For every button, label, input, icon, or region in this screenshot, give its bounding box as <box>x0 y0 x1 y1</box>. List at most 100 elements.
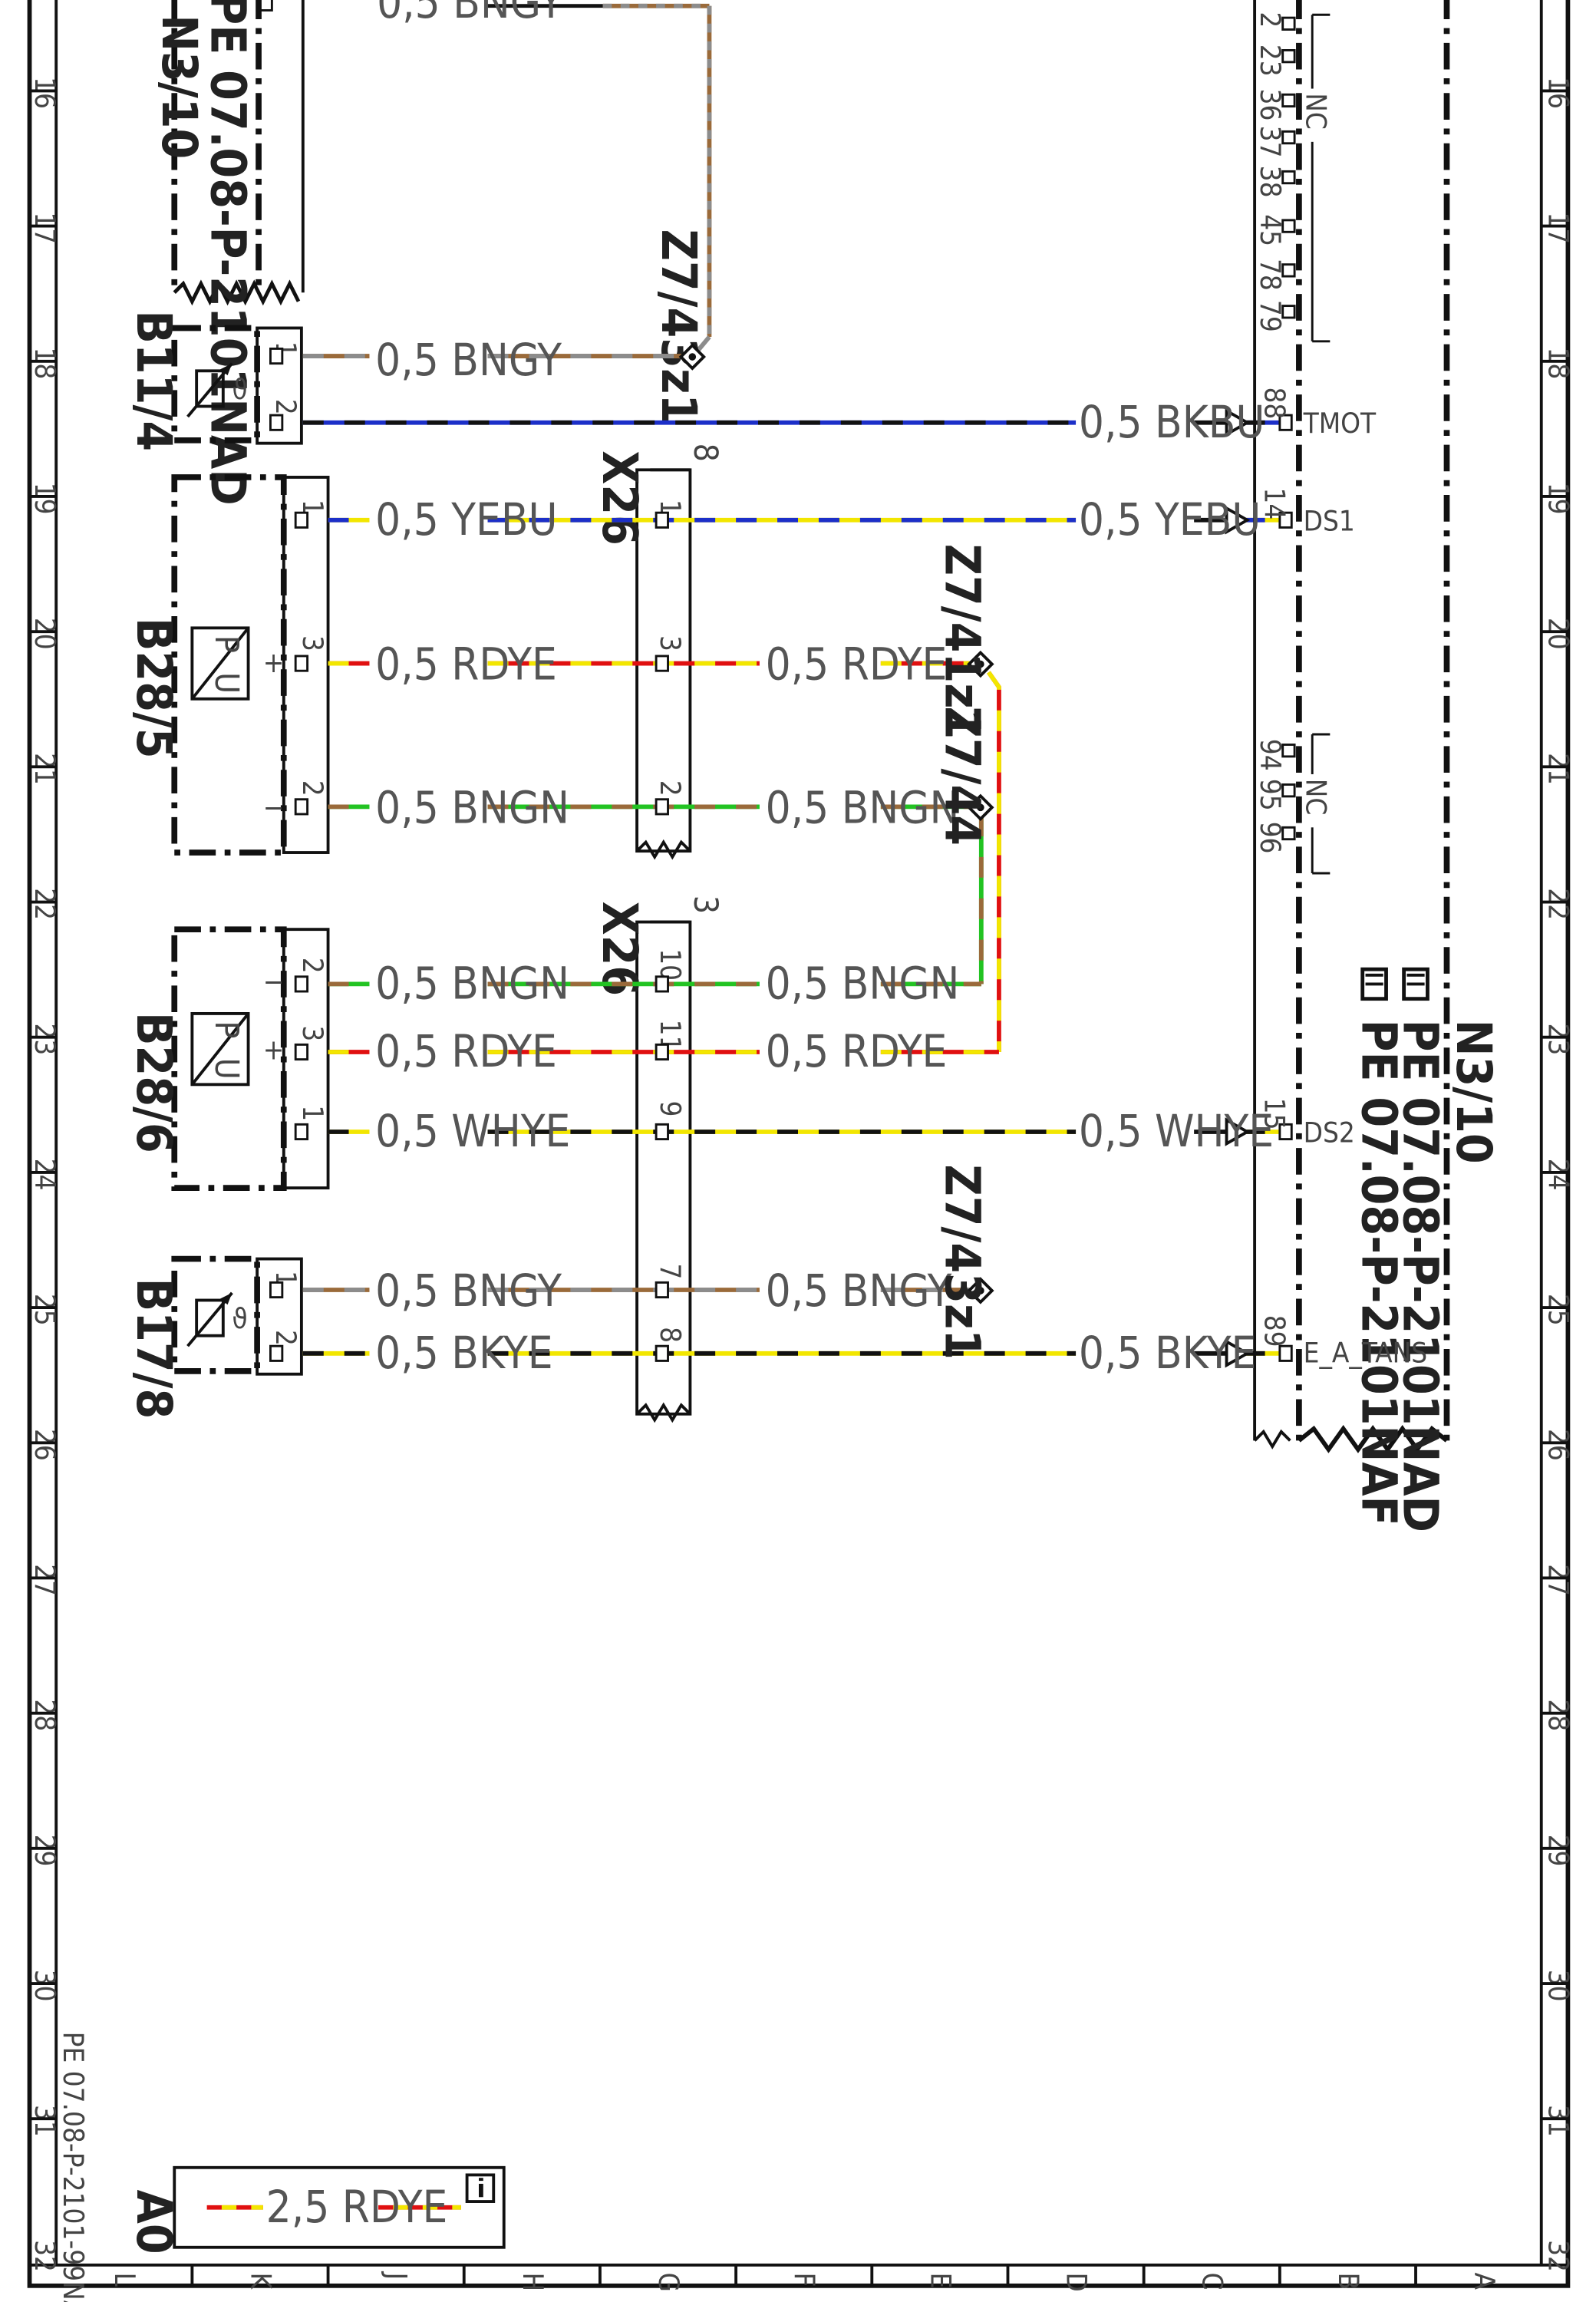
terminal-icon <box>1281 826 1296 841</box>
wire-labels: 0,5 BNGY 0,5 YEBU 0,5 RDYE 0,5 RDYE 0,5 … <box>375 334 959 1379</box>
terminal-icon <box>1281 170 1296 185</box>
x26-bottom-pin-10: 10 <box>654 948 687 981</box>
column-letter: L <box>108 2272 141 2287</box>
terminal-icon <box>655 1344 669 1362</box>
terminal-icon <box>294 655 309 672</box>
signal-ds1-pin: 14 <box>1258 487 1291 519</box>
nc-label-mid: NC <box>1300 779 1333 816</box>
b28-5-letter-u: U <box>208 672 246 694</box>
pin-number: 79 <box>1254 300 1287 332</box>
b28-6-label: B28/6 <box>126 1012 183 1153</box>
row-number-right: 16 <box>1542 77 1575 109</box>
terminal-icon <box>269 1344 284 1362</box>
row-number-right: 17 <box>1542 212 1575 244</box>
wire-riser-rdye <box>987 671 1001 1052</box>
signal-ds2-name: DS2 <box>1304 1116 1355 1149</box>
n3-10-left-ref: PE 07.08-P-2101NAD <box>200 0 256 506</box>
terminal-icon <box>655 798 669 816</box>
terminal-icon <box>1281 783 1296 798</box>
pin-number: 94 <box>1254 739 1287 771</box>
terminal-icon <box>1281 744 1296 758</box>
terminal-icon <box>294 1043 309 1061</box>
row-number-left: 27 <box>28 1564 61 1596</box>
pin-number: 2 <box>1254 12 1287 28</box>
row-number-right: 31 <box>1542 2105 1575 2137</box>
wire-label-b285-pin3: 0,5 RDYE <box>375 638 557 691</box>
b28-5-pin-2: 2 <box>296 780 329 796</box>
terminal-icon <box>1281 49 1296 64</box>
n3-10-right-ref2: PE 07.08-P-2101NAF <box>1351 1020 1408 1526</box>
x26-top-pin-count: 8 <box>687 444 724 462</box>
arrow-icon <box>1225 1339 1293 1368</box>
wire-label-b178-pin1: 0,5 BNGY <box>375 1265 562 1317</box>
row-number-left: 26 <box>28 1429 61 1461</box>
pin-number: 38 <box>1254 166 1287 198</box>
terminal-icon <box>269 347 284 365</box>
wire-label-b286-pin2: 0,5 BNGN <box>375 958 569 1010</box>
row-number-right: 27 <box>1542 1564 1575 1596</box>
row-number-right: 32 <box>1542 2240 1575 2272</box>
x26-bottom-pin-count: 3 <box>687 895 724 914</box>
x26-top-pin-3: 3 <box>654 635 687 651</box>
b28-5-pin-1: 1 <box>296 500 329 516</box>
wire-label-b286-pin1: 0,5 WHYE <box>375 1105 570 1157</box>
wire-label-b285-pin2: 0,5 BNGN <box>375 782 569 834</box>
legend-a0: A0 2,5 RDYE <box>126 2165 506 2254</box>
b28-6-pin-1: 1 <box>296 1105 329 1121</box>
terminal-icon <box>655 975 669 993</box>
terminal-icon <box>1281 263 1296 278</box>
column-letter: H <box>516 2272 549 2291</box>
doc-reference: PE 07.08-P-2101-99NAE <box>57 2032 90 2302</box>
n3-10-right-ref1: PE 07.08-P-2101NAD <box>1393 1020 1449 1532</box>
row-number-left: 32 <box>28 2240 61 2272</box>
hand-pointer-icon <box>1402 967 1429 1001</box>
z7-43z1-top-label: Z7/43z1 <box>651 229 707 424</box>
terminal-icon <box>294 798 309 816</box>
pin-number: 23 <box>1254 45 1287 77</box>
signal-e-a-tans: 89 E_A_TANS 0,5 BKYE <box>1079 1315 1427 1379</box>
a0-label: A0 <box>126 2190 183 2254</box>
b28-5-sign-plus: + <box>263 646 285 679</box>
component-n3-10-right: N3/10 PE 07.08-P-2101NAD PE 07.08-P-2101… <box>1253 0 1502 1532</box>
terminal-icon <box>655 1123 669 1141</box>
b11-4-label: B11/4 <box>126 310 183 451</box>
row-number-left: 23 <box>28 1023 61 1055</box>
x26-top-label: X26 <box>592 450 648 546</box>
row-number-right: 23 <box>1542 1023 1575 1055</box>
column-letter: A <box>1468 2272 1501 2290</box>
component-b11-4: ϑ B11/4 1 2 <box>126 310 303 451</box>
wire-label-tmot: 0,5 BKBU <box>1079 396 1265 448</box>
column-letter: F <box>788 2272 821 2287</box>
x26-bottom-pin-9: 9 <box>654 1101 687 1117</box>
n3-10-left-name: N3/10 <box>151 15 208 159</box>
row-number-left: 20 <box>28 618 61 650</box>
z7-44-label: Z7/44 <box>935 706 991 846</box>
column-letter: E <box>924 2272 957 2288</box>
terminal-icon <box>269 414 284 431</box>
row-number-left: 25 <box>28 1294 61 1326</box>
splice-z7-43z1-bottom: Z7/43z1 <box>935 1164 994 1360</box>
signal-e-a-tans-pin: 89 <box>1258 1315 1291 1347</box>
b28-5-letter-p: P <box>208 635 246 653</box>
row-number-left: 24 <box>28 1159 61 1191</box>
component-n3-10-left: N3/10 PE 07.08-P-2101NAD <box>151 0 305 506</box>
row-number-left: 19 <box>28 483 61 515</box>
terminal-icon <box>294 1123 309 1141</box>
row-number-right: 25 <box>1542 1294 1575 1326</box>
terminal-icon <box>1281 305 1296 319</box>
signal-tmot-pin: 88 <box>1258 387 1291 419</box>
row-number-right: 24 <box>1542 1159 1575 1191</box>
b28-6-pin-3: 3 <box>296 1025 329 1041</box>
wire-label-b285-pin2-right: 0,5 BNGN <box>766 782 960 834</box>
hand-pointer-icon <box>1360 967 1388 1001</box>
row-number-right: 18 <box>1542 348 1575 380</box>
pin-number: 45 <box>1254 214 1287 246</box>
row-number-left: 29 <box>28 1835 61 1867</box>
b28-5-pin-3: 3 <box>296 635 329 651</box>
wire-label-b286-pin2-right: 0,5 BNGN <box>766 958 960 1010</box>
row-number-left: 17 <box>28 212 61 244</box>
n3-10-right-name: N3/10 <box>1446 1020 1502 1164</box>
